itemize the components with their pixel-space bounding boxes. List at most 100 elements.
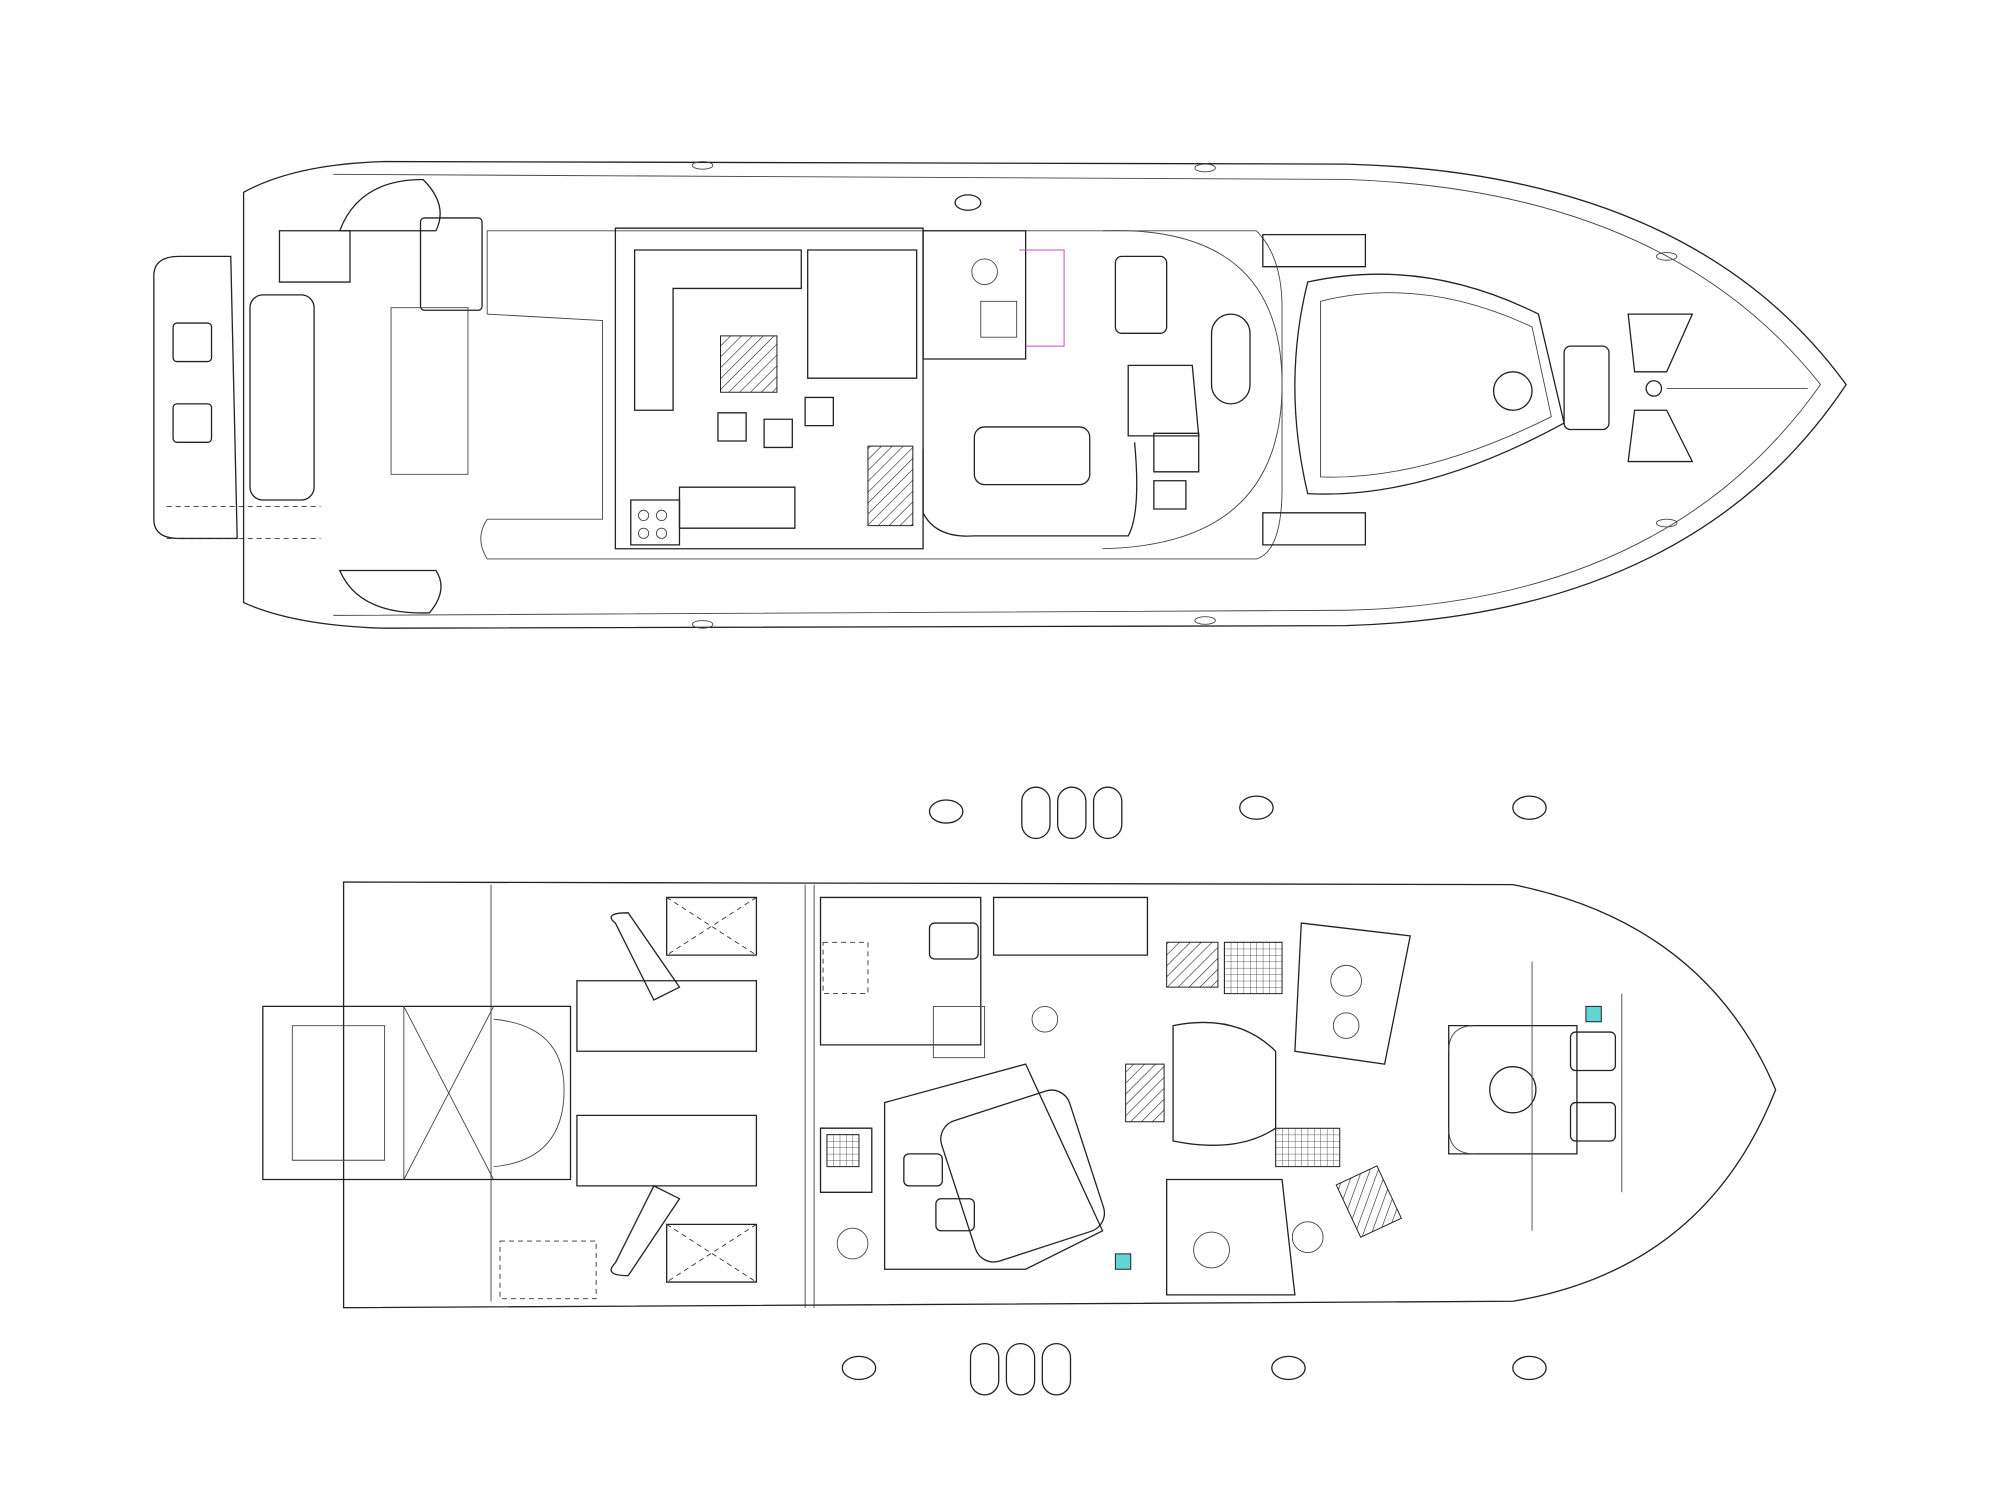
fuel-tank-2 (667, 1224, 757, 1282)
helm-steps (1128, 365, 1199, 436)
tender-outline (494, 1019, 565, 1166)
stair-unit (868, 446, 913, 525)
anchor-locker-top (1628, 314, 1692, 372)
guest-pillow-1 (904, 1154, 942, 1186)
crew-cabin (821, 897, 981, 1044)
drawing-line (667, 1224, 757, 1282)
master-pillow-1 (1571, 1032, 1616, 1070)
porthole-top-6 (1513, 796, 1546, 819)
tender-garage (263, 1006, 571, 1179)
helm-seat (1115, 256, 1166, 333)
guest-head (1167, 1179, 1295, 1294)
porthole-top-4 (1094, 787, 1122, 838)
cooktop (631, 500, 680, 545)
fwd-locker-bottom (1263, 513, 1366, 545)
galley-unit (923, 231, 1026, 359)
guest-cabin (885, 1064, 1103, 1269)
aft-seat (250, 295, 314, 500)
sunpad (391, 308, 468, 475)
porthole-bottom-4 (1042, 1344, 1070, 1395)
windlass (1646, 381, 1661, 396)
salon-table (721, 336, 777, 392)
dinette (923, 442, 1137, 536)
porthole-bottom-1 (842, 1356, 875, 1379)
engine-room-hatch (500, 1241, 596, 1299)
fuel-tank-1 (667, 897, 757, 955)
porthole-top-5 (1240, 796, 1273, 819)
salon-stool-3 (805, 397, 833, 425)
galley-sink (972, 259, 998, 285)
porthole-top-2 (1022, 787, 1050, 838)
galley-magenta-line (1019, 250, 1064, 346)
deck-edge (481, 231, 1282, 559)
salon-enclosure (615, 228, 923, 549)
lower-deck-plan (263, 787, 1776, 1395)
head-floor-1 (1224, 942, 1282, 993)
drawing-line (1321, 293, 1552, 477)
porthole-bottom-3 (1006, 1344, 1034, 1395)
guest-bed (936, 1085, 1110, 1267)
vip-toilet (1331, 965, 1362, 996)
exhaust-2 (611, 1186, 679, 1276)
drawing-line (656, 510, 666, 520)
cyan-fixture-2 (1586, 1006, 1601, 1021)
cleat-5 (1656, 519, 1677, 527)
guest-sink (1292, 1222, 1323, 1253)
crew-seat (929, 923, 978, 959)
aft-hull-corner-bottom (340, 571, 441, 613)
fwd-locker-top (1263, 235, 1366, 267)
vip-sink (1333, 1013, 1359, 1039)
porthole-top-1 (929, 800, 962, 823)
stair-lower-1 (1167, 942, 1218, 987)
head-floor-2 (1276, 1128, 1340, 1166)
crew-head (821, 1128, 872, 1192)
cleat-2 (692, 162, 713, 170)
aft-hull-corner-top (340, 179, 440, 230)
cleat-1 (955, 195, 981, 210)
helm-box-1 (1154, 433, 1199, 471)
cleat-3 (1195, 164, 1216, 172)
platform-hatch-2 (173, 404, 211, 442)
drawing-line (656, 528, 666, 538)
drawing-line (1449, 1026, 1475, 1154)
salon-stool-1 (718, 413, 746, 441)
swim-platform (154, 256, 237, 538)
windshield-frame (1103, 231, 1282, 549)
helm-console (1212, 314, 1250, 404)
stair-lower-2 (1126, 1064, 1164, 1122)
lower-hull-outline (344, 882, 1776, 1308)
foredeck-sunpad (1295, 274, 1564, 494)
aft-hatch (421, 218, 483, 310)
guest-pillow-2 (936, 1199, 974, 1231)
crew-table (933, 1006, 984, 1057)
platform-hatch-1 (173, 323, 211, 361)
crew-porthole (1032, 1006, 1058, 1032)
crew-toilet (837, 1228, 868, 1259)
dinette-table (974, 427, 1089, 485)
vip-head (1295, 923, 1410, 1064)
aft-sofa (679, 487, 794, 528)
forward-bulkhead (1532, 962, 1622, 1231)
helm-box-2 (1154, 481, 1186, 509)
porthole-top-3 (1058, 787, 1086, 838)
cleat-6 (692, 621, 713, 629)
engine-port (577, 981, 756, 1052)
exhaust-1 (611, 913, 679, 1000)
windlass-hatch (1564, 346, 1609, 429)
transom-steps (279, 231, 350, 282)
drawing-line (827, 1135, 859, 1167)
hull-outline (244, 162, 1847, 629)
cleat-7 (1195, 617, 1216, 625)
salon-sofa (635, 250, 802, 410)
main-deck-plan (154, 162, 1846, 629)
drawing-line (292, 1006, 493, 1179)
salon-stool-2 (764, 419, 792, 447)
guest-toilet (1194, 1232, 1230, 1268)
aft-gangway (167, 506, 321, 538)
drawing-line (667, 897, 757, 955)
galley-stove (981, 301, 1017, 337)
master-pillow-2 (1571, 1103, 1616, 1141)
cleat-4 (1656, 253, 1677, 261)
master-hatch (1490, 1067, 1536, 1113)
